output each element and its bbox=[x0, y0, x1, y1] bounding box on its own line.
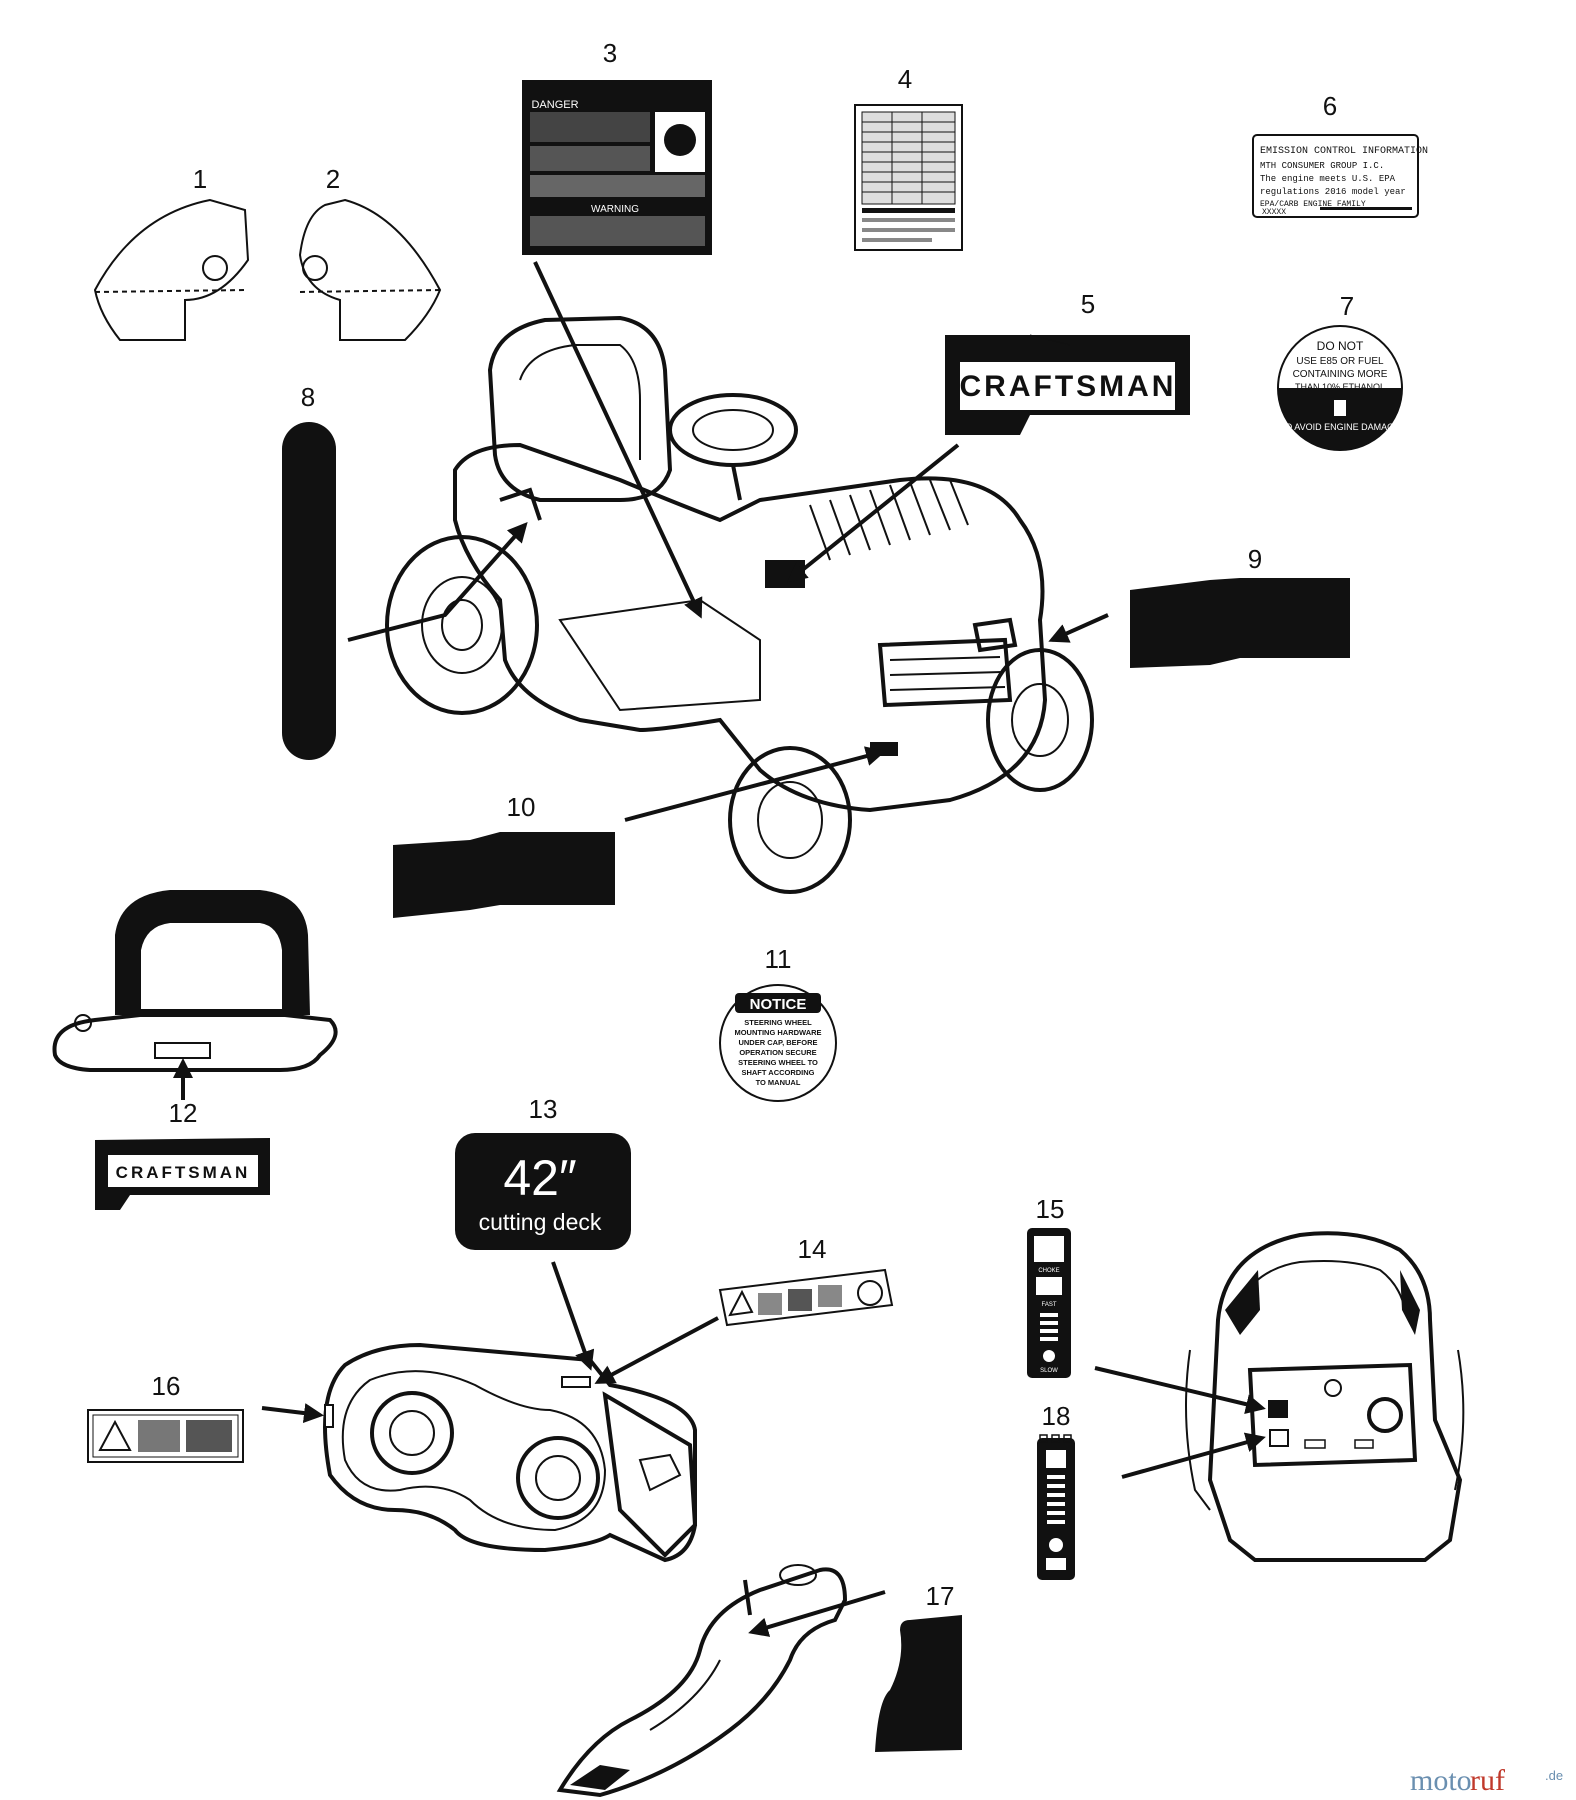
notice-title: NOTICE bbox=[750, 996, 807, 1013]
decal-2[interactable] bbox=[298, 198, 442, 341]
deck-caption: cutting deck bbox=[479, 1209, 602, 1235]
callout-5: 5 bbox=[1081, 289, 1095, 319]
emission-line-1: MTH CONSUMER GROUP I.C. bbox=[1260, 161, 1384, 171]
leader-10 bbox=[624, 746, 886, 822]
decal-13-deck-size[interactable]: 42″ cutting deck bbox=[455, 1133, 631, 1250]
decal-10-stripe[interactable] bbox=[393, 832, 615, 918]
fuel-line-1: DO NOT bbox=[1317, 339, 1364, 353]
callout-13: 13 bbox=[529, 1094, 558, 1124]
leader-15 bbox=[1094, 1366, 1266, 1414]
fuel-line-4: THAN 10% ETHANOL bbox=[1295, 382, 1385, 392]
callout-12: 12 bbox=[169, 1098, 198, 1128]
notice-line-7: TO MANUAL bbox=[756, 1078, 801, 1087]
leader-16 bbox=[261, 1403, 324, 1424]
fuel-ring-text: TO AVOID ENGINE DAMAGE bbox=[1280, 422, 1400, 432]
callout-1: 1 bbox=[193, 164, 207, 194]
notice-line-1: STEERING WHEEL bbox=[744, 1018, 812, 1027]
deck-size: 42″ bbox=[503, 1150, 576, 1206]
callout-10: 10 bbox=[507, 792, 536, 822]
craftsman-text: CRAFTSMAN bbox=[960, 370, 1177, 403]
notice-line-4: OPERATION SECURE bbox=[739, 1048, 816, 1057]
decal-12-craftsman-logo[interactable]: CRAFTSMAN bbox=[95, 1138, 270, 1210]
watermark-part2: ruf bbox=[1470, 1764, 1505, 1797]
callout-14: 14 bbox=[798, 1234, 827, 1264]
decal-8-stripe[interactable] bbox=[282, 422, 336, 760]
decal-4-spec-label[interactable] bbox=[854, 104, 963, 251]
decal-11-notice[interactable]: NOTICE STEERING WHEEL MOUNTING HARDWARE … bbox=[719, 984, 837, 1102]
mower-deck-illustration bbox=[323, 1342, 698, 1563]
notice-line-3: UNDER CAP, BEFORE bbox=[738, 1038, 817, 1047]
fuel-line-2: USE E85 OR FUEL bbox=[1296, 356, 1384, 367]
watermark: moto ruf .de bbox=[1410, 1764, 1563, 1797]
warning-title: WARNING bbox=[591, 204, 639, 215]
leader-17 bbox=[748, 1590, 886, 1637]
dashboard-illustration bbox=[1185, 1231, 1465, 1562]
callout-3: 3 bbox=[603, 38, 617, 68]
emission-code: XXXXX bbox=[1262, 208, 1286, 217]
craftsman-small-text: CRAFTSMAN bbox=[116, 1163, 251, 1182]
decal-14-pictogram[interactable] bbox=[718, 1268, 894, 1327]
emission-title: EMISSION CONTROL INFORMATION bbox=[1260, 146, 1428, 157]
callout-4: 4 bbox=[898, 64, 912, 94]
decal-9-stripe[interactable] bbox=[1130, 578, 1350, 668]
watermark-part1: moto bbox=[1410, 1764, 1472, 1797]
decal-5-craftsman-logo[interactable]: CRAFTSMAN bbox=[945, 334, 1190, 435]
decal-7-fuel-warning[interactable]: DO NOT USE E85 OR FUEL CONTAINING MORE T… bbox=[1277, 325, 1403, 451]
callout-6: 6 bbox=[1323, 91, 1337, 121]
decal-18-control-label[interactable] bbox=[1037, 1438, 1075, 1580]
danger-title: DANGER bbox=[531, 99, 578, 111]
decal-3-safety-label[interactable]: DANGER WARNING bbox=[522, 80, 712, 255]
fast-text: FAST bbox=[1041, 1302, 1056, 1308]
decal-16-warning-pictogram[interactable] bbox=[87, 1409, 244, 1463]
choke-text: CHOKE bbox=[1038, 1268, 1059, 1274]
notice-line-5: STEERING WHEEL TO bbox=[738, 1058, 818, 1067]
callout-15: 15 bbox=[1036, 1194, 1065, 1224]
decal-15-throttle-label[interactable]: CHOKE FAST SLOW bbox=[1027, 1228, 1071, 1378]
callout-17: 17 bbox=[926, 1581, 955, 1611]
callout-8: 8 bbox=[301, 382, 315, 412]
decal-1[interactable] bbox=[93, 198, 250, 341]
notice-line-6: SHAFT ACCORDING bbox=[741, 1068, 814, 1077]
seat-illustration bbox=[52, 890, 338, 1072]
emission-line-2: The engine meets U.S. EPA bbox=[1260, 174, 1396, 184]
riding-mower-illustration bbox=[385, 315, 1094, 894]
callout-9: 9 bbox=[1248, 544, 1262, 574]
callout-2: 2 bbox=[326, 164, 340, 194]
decal-17-stripe[interactable] bbox=[875, 1615, 962, 1752]
leader-18 bbox=[1121, 1432, 1266, 1479]
decal-18-dots bbox=[1039, 1434, 1072, 1443]
fuel-line-3: CONTAINING MORE bbox=[1293, 369, 1388, 380]
leader-3 bbox=[533, 261, 703, 619]
leader-14 bbox=[594, 1316, 719, 1384]
emission-line-3: regulations 2016 model year bbox=[1260, 187, 1406, 197]
pedal-illustration bbox=[556, 1564, 848, 1798]
emission-line-4: EPA/CARB ENGINE FAMILY bbox=[1260, 200, 1366, 209]
leader-8 bbox=[347, 522, 528, 642]
leader-13 bbox=[551, 1261, 595, 1371]
slow-text: SLOW bbox=[1040, 1368, 1058, 1374]
leader-5 bbox=[786, 443, 960, 583]
leader-9 bbox=[1048, 613, 1109, 643]
callout-11: 11 bbox=[765, 944, 792, 974]
callout-7: 7 bbox=[1340, 291, 1354, 321]
notice-line-2: MOUNTING HARDWARE bbox=[734, 1028, 821, 1037]
decal-6-emission-label[interactable]: EMISSION CONTROL INFORMATION MTH CONSUME… bbox=[1252, 134, 1428, 218]
callout-16: 16 bbox=[152, 1371, 181, 1401]
callout-18: 18 bbox=[1042, 1401, 1071, 1431]
watermark-suffix: .de bbox=[1545, 1768, 1563, 1783]
